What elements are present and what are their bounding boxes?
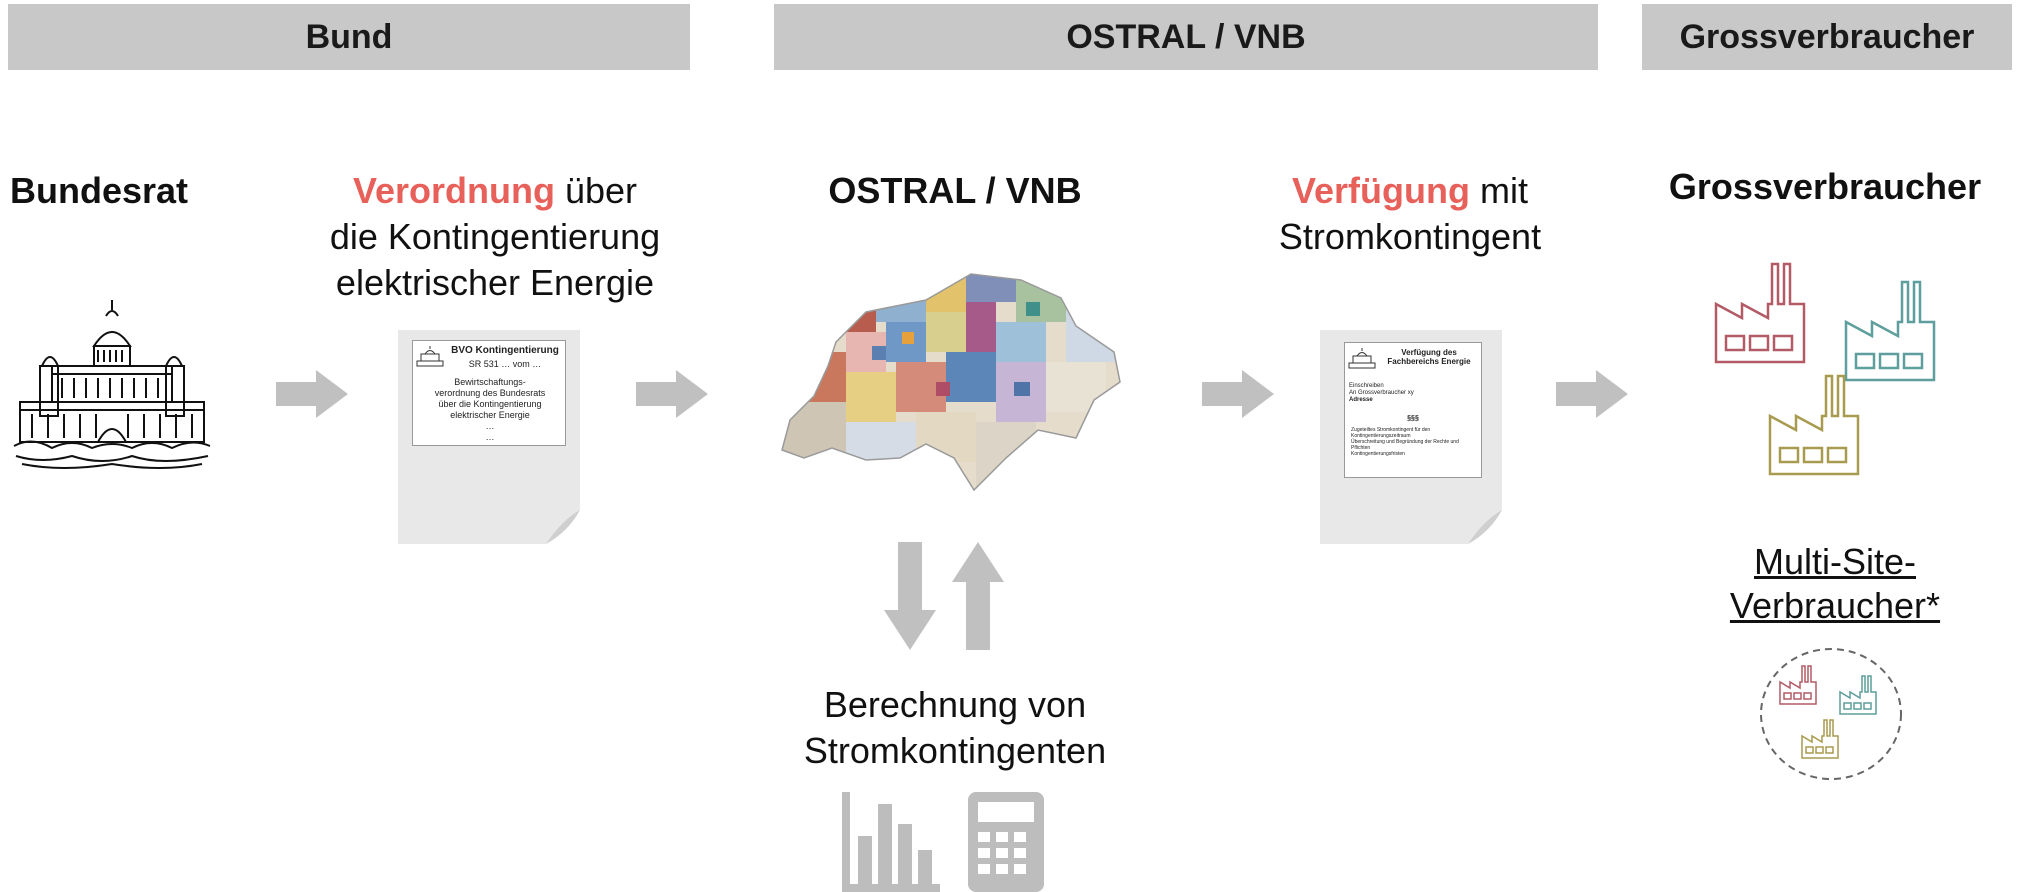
header-grossverbraucher: Grossverbraucher	[1642, 4, 2012, 70]
doc2-title2: Fachbereichs Energie	[1387, 357, 1471, 366]
factory-icon-teal	[1844, 280, 1936, 382]
verfuegung-line2: Stromkontingent	[1278, 216, 1542, 257]
verordnung-line2: die Kontingentierung	[329, 216, 661, 257]
doc2-bullets: Zugeteiltes Stromkontingent für den Kont…	[1351, 427, 1477, 457]
verordnung-text: Verordnung über die Kontingentierung ele…	[300, 168, 690, 306]
header-bund-label: Bund	[305, 17, 393, 56]
doc1-body: Bewirtschaftungs- verordnung des Bundesr…	[417, 377, 563, 443]
doc1-sr: SR 531 … vom …	[468, 359, 542, 369]
arrow-right-icon-3	[1202, 370, 1274, 418]
doc2-addr3: Adresse	[1349, 397, 1373, 403]
doc2-addr1: Einschreiben	[1349, 383, 1384, 389]
header-ostral: OSTRAL / VNB	[774, 4, 1598, 70]
grossverbraucher-title: Grossverbraucher	[1668, 166, 1982, 207]
doc-bundeshaus-icon	[1348, 348, 1376, 369]
multisite-line2: Verbraucher*	[1729, 585, 1941, 626]
bundeshaus-icon	[13, 300, 211, 469]
doc2-bullet3: Kontingentierungsfristen	[1351, 451, 1405, 457]
doc1-body1: Bewirtschaftungs-	[454, 377, 526, 387]
doc2-address: Einschreiben An Grossverbraucher xy Adre…	[1349, 383, 1477, 404]
verfuegung-rest: mit	[1470, 170, 1528, 211]
doc2-bullet1: Zugeteiltes Stromkontingent für den Kont…	[1351, 427, 1431, 439]
berechnung-text: Berechnung von Stromkontingenten	[770, 682, 1140, 774]
multisite-line1: Multi-Site-	[1753, 541, 1917, 582]
switzerland-map-icon	[781, 273, 1121, 492]
doc2-section: §§§	[1407, 415, 1419, 422]
doc1-dots1: …	[485, 421, 495, 431]
doc2-addr2: An Grossverbraucher xy	[1349, 390, 1414, 396]
verordnung-document: BVO Kontingentierung SR 531 … vom … Bewi…	[398, 330, 580, 544]
doc2-title1: Verfügung des	[1401, 348, 1457, 357]
page-curl-icon	[546, 510, 580, 544]
calculator-icon	[968, 792, 1044, 892]
bar-chart-icon	[842, 792, 940, 892]
verfuegung-document: Verfügung des Fachbereichs Energie Einsc…	[1320, 330, 1502, 544]
doc1-title: BVO Kontingentierung	[451, 345, 559, 356]
page-curl-icon	[1468, 510, 1502, 544]
verfuegung-text: Verfügung mit Stromkontingent	[1245, 168, 1575, 260]
verordnung-rest: über	[554, 170, 638, 211]
header-ostral-label: OSTRAL / VNB	[1066, 17, 1306, 56]
multisite-circle-icon	[1760, 648, 1902, 780]
doc1-body3: über die Kontingentierung	[438, 399, 542, 409]
verordnung-doc-content: BVO Kontingentierung SR 531 … vom … Bewi…	[412, 340, 566, 446]
arrow-up-icon	[952, 542, 1004, 650]
ostral-title: OSTRAL / VNB	[828, 170, 1082, 211]
doc1-body2: verordnung des Bundesrats	[434, 388, 546, 398]
bundesrat-title: Bundesrat	[10, 170, 189, 211]
arrow-right-icon-1	[276, 370, 348, 418]
verfuegung-highlight: Verfügung	[1292, 170, 1470, 211]
header-bund: Bund	[8, 4, 690, 70]
berechnung-line2: Stromkontingenten	[803, 730, 1107, 771]
arrow-down-icon	[884, 542, 936, 650]
doc1-body4: elektrischer Energie	[450, 410, 530, 420]
factory-icon-olive	[1768, 374, 1860, 476]
arrow-right-icon-2	[636, 370, 708, 418]
factory-icon-red	[1714, 262, 1806, 364]
doc-bundeshaus-icon	[416, 346, 444, 367]
verordnung-highlight: Verordnung	[352, 170, 555, 211]
berechnung-line1: Berechnung von	[823, 684, 1087, 725]
header-gross-label: Grossverbraucher	[1679, 17, 1975, 56]
verordnung-line3: elektrischer Energie	[335, 262, 655, 303]
doc2-bullet2: Überschreitung und Begründung der Rechte…	[1351, 439, 1459, 451]
arrow-right-icon-4	[1556, 370, 1628, 418]
doc1-dots2: …	[485, 432, 495, 442]
doc2-title: Verfügung des Fachbereichs Energie	[1379, 348, 1479, 366]
multisite-text: Multi-Site- Verbraucher*	[1700, 540, 1970, 628]
verfuegung-doc-content: Verfügung des Fachbereichs Energie Einsc…	[1344, 342, 1482, 478]
